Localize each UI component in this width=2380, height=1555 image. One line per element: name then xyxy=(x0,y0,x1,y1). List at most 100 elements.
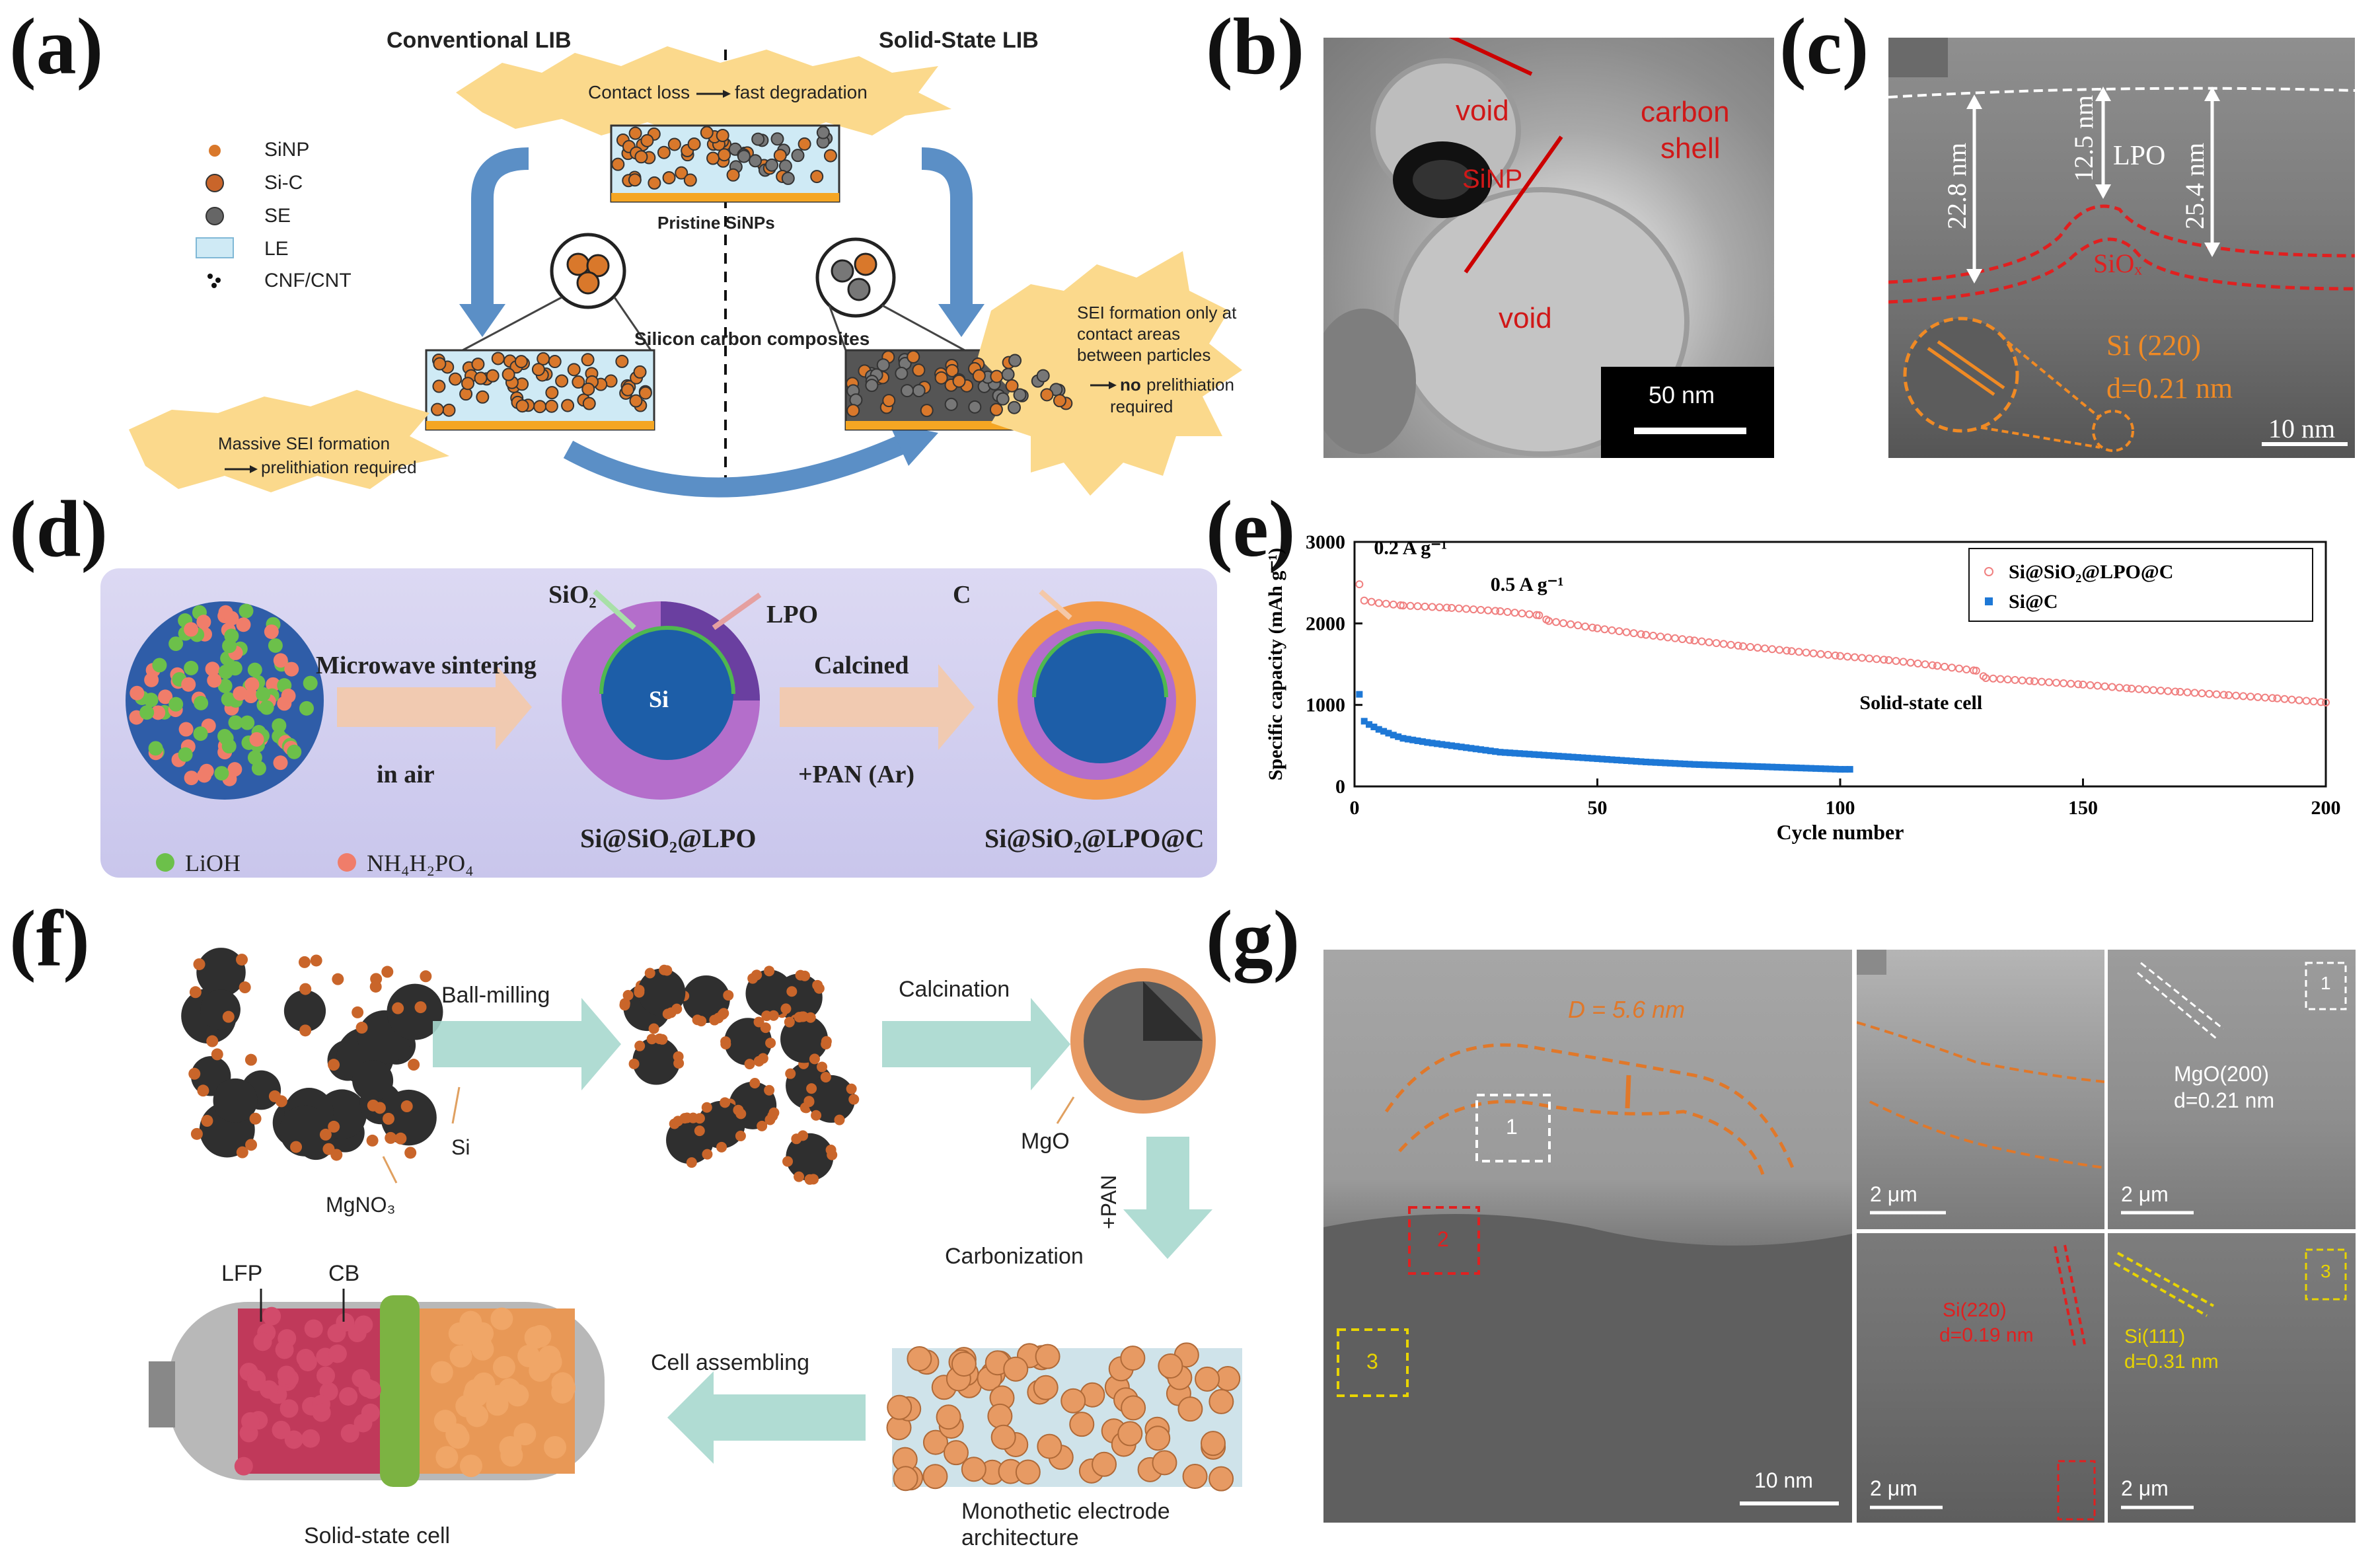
data-point xyxy=(1649,631,1658,640)
electrode-particle xyxy=(1200,1431,1226,1457)
block-particle xyxy=(765,158,779,172)
data-point xyxy=(1491,607,1500,615)
mgno3-particle xyxy=(322,1143,335,1155)
c-annotations xyxy=(1888,87,2355,452)
block-particle xyxy=(662,171,676,184)
block-particle xyxy=(1001,367,1015,381)
legend-label: Si@C xyxy=(2009,591,2058,613)
block-particle xyxy=(791,149,805,163)
milled-coating xyxy=(782,1156,794,1167)
data-point xyxy=(2239,692,2248,701)
data-point xyxy=(1795,648,1803,656)
data-point xyxy=(1744,763,1752,770)
precursor-dot xyxy=(207,673,222,688)
electrode-particle xyxy=(922,1429,948,1455)
cell-particle xyxy=(277,1365,296,1384)
milled-coating xyxy=(720,1039,731,1050)
data-point xyxy=(1567,620,1575,628)
mgno3-particle xyxy=(188,1067,201,1080)
data-point xyxy=(2108,683,2116,691)
data-point xyxy=(1637,630,1645,638)
mgno3-particle xyxy=(328,1059,340,1071)
precursor-dot xyxy=(287,744,302,759)
data-point xyxy=(2149,686,2158,695)
data-point xyxy=(1734,762,1742,769)
block-particle xyxy=(433,357,447,371)
milled-coating xyxy=(798,1130,809,1141)
block-particle xyxy=(531,363,545,377)
data-point xyxy=(1921,660,1929,669)
data-point xyxy=(1399,601,1407,610)
data-point xyxy=(2317,698,2325,706)
cell-particle xyxy=(448,1322,471,1346)
data-point xyxy=(1846,766,1853,773)
d-lpo-label: LPO xyxy=(766,601,819,628)
milled-coating xyxy=(628,1058,640,1069)
milled-coating xyxy=(753,1055,764,1067)
panel-a-particle-blocks xyxy=(431,126,1073,418)
data-point xyxy=(1448,742,1455,749)
data-point xyxy=(1629,629,1638,638)
mgno3-particle xyxy=(299,983,312,995)
precursor-dot xyxy=(303,675,318,691)
block-particle xyxy=(718,148,731,162)
data-point xyxy=(2268,694,2277,702)
data-point xyxy=(1759,763,1766,771)
data-point xyxy=(1768,645,1777,654)
precursor-dot xyxy=(139,705,155,720)
data-point xyxy=(2254,693,2262,701)
data-point xyxy=(1710,761,1717,769)
data-point xyxy=(1671,634,1680,642)
block-particle xyxy=(968,400,982,414)
panel-f-letter: (f) xyxy=(9,894,90,983)
block-particle xyxy=(514,355,528,369)
data-point xyxy=(1884,656,1893,664)
electrode-particle xyxy=(922,1464,948,1490)
data-point xyxy=(1892,657,1900,665)
data-point xyxy=(1574,621,1582,630)
milled-coating xyxy=(661,965,673,976)
mgno3-particle xyxy=(310,954,322,967)
data-point xyxy=(1428,603,1436,611)
block-particle xyxy=(751,132,765,146)
data-point xyxy=(1962,665,1971,674)
milled-coating xyxy=(825,1144,837,1155)
panel-g-letter: (g) xyxy=(1206,894,1300,983)
block-particle xyxy=(683,173,697,187)
data-point xyxy=(2183,688,2192,697)
electrode-particle xyxy=(1037,1433,1062,1459)
si-particle xyxy=(352,1060,394,1102)
data-point xyxy=(1831,651,1840,660)
data-point xyxy=(1367,597,1376,606)
data-point xyxy=(1948,664,1956,672)
data-point xyxy=(1360,718,1368,725)
data-point xyxy=(2086,681,2095,689)
data-point xyxy=(1827,765,1834,773)
data-point xyxy=(2067,679,2075,688)
mgno3-particle xyxy=(197,1084,209,1097)
data-point xyxy=(1414,737,1421,744)
mgno3-particle xyxy=(319,1128,332,1141)
block-particle xyxy=(628,173,642,187)
left-burst-text-2: prelithiation required xyxy=(261,457,417,477)
data-point xyxy=(1575,754,1582,761)
data-point xyxy=(2232,691,2241,700)
b-label-shell: shell xyxy=(1660,132,1721,165)
block-particle xyxy=(907,350,920,364)
block-particle xyxy=(912,384,926,398)
data-point xyxy=(1613,757,1620,764)
data-point xyxy=(1374,599,1383,607)
mgno3-particle xyxy=(366,1134,379,1147)
block-particle xyxy=(876,358,890,372)
mgno3-particle xyxy=(414,1001,427,1014)
data-point xyxy=(1421,602,1429,611)
data-point xyxy=(2280,695,2289,703)
cell-particle xyxy=(279,1399,299,1418)
electrode-particle xyxy=(943,1440,969,1466)
cell-particle xyxy=(471,1322,494,1345)
milled-core xyxy=(697,1100,745,1149)
data-point xyxy=(1593,624,1602,632)
milled-coating xyxy=(665,1007,677,1018)
precursor-dot xyxy=(168,697,184,712)
data-point xyxy=(1633,758,1640,765)
